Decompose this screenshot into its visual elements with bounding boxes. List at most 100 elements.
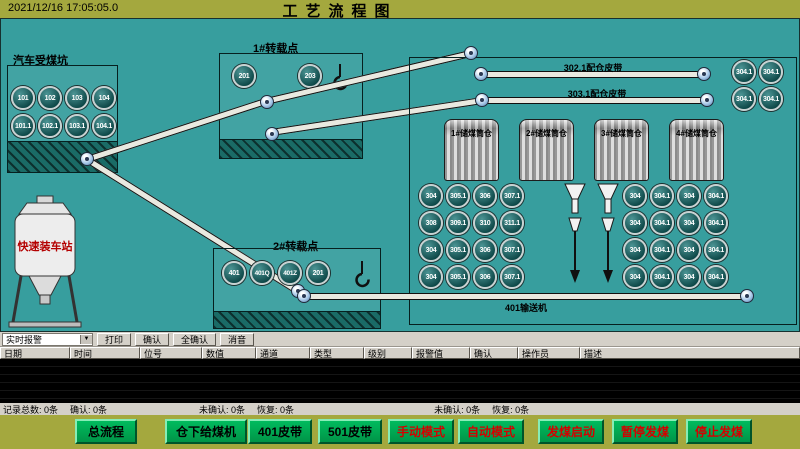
col-date[interactable]: 日期 (0, 347, 70, 359)
device-circle[interactable]: 304.1 (650, 238, 674, 262)
chute-funnel-icon (597, 183, 619, 283)
device-circle[interactable]: 304 (419, 238, 443, 262)
chevron-down-icon: ▼ (80, 334, 92, 344)
device-circle[interactable]: 102.1 (38, 114, 62, 138)
mute-button[interactable]: 消音 (220, 332, 255, 346)
device-circle[interactable]: 304 (623, 184, 647, 208)
col-value[interactable]: 数值 (202, 347, 256, 359)
device-circle[interactable]: 304.1 (650, 265, 674, 289)
device-circle[interactable]: 304 (419, 184, 443, 208)
stat-unacked: 未确认: 0条 (199, 405, 246, 415)
device-circle[interactable]: 304.1 (759, 60, 783, 84)
device-circle[interactable]: 401Z (278, 261, 302, 285)
ack-button[interactable]: 确认 (135, 332, 170, 346)
device-circle[interactable]: 305.1 (446, 238, 470, 262)
device-circle[interactable]: 304 (677, 238, 701, 262)
alarm-toolbar: 实时报警 ▼ 打印 确认 全确认 消音 (0, 332, 800, 347)
device-circle[interactable]: 307.1 (500, 265, 524, 289)
ack-all-button[interactable]: 全确认 (173, 332, 217, 346)
pulley (700, 93, 714, 107)
silo-1-label: 1#储煤筒仓 (451, 129, 492, 138)
pause-coal-button[interactable]: 暂停发煤 (612, 419, 678, 444)
device-circle[interactable]: 102 (38, 86, 62, 110)
pulley (464, 46, 478, 60)
device-circle[interactable]: 304.1 (704, 211, 728, 235)
pulley (265, 127, 279, 141)
start-coal-button[interactable]: 发煤启动 (538, 419, 604, 444)
conveyor-401-label: 401输送机 (504, 303, 548, 313)
device-circle[interactable]: 101.1 (11, 114, 35, 138)
col-description[interactable]: 描述 (580, 347, 800, 359)
title-bar: 2021/12/16 17:05:05.0 工艺流程图 (0, 0, 800, 20)
stop-coal-button[interactable]: 停止发煤 (686, 419, 752, 444)
device-circle[interactable]: 103.1 (65, 114, 89, 138)
device-circle[interactable]: 104.1 (92, 114, 116, 138)
device-circle[interactable]: 304.1 (650, 184, 674, 208)
pulley (80, 152, 94, 166)
stat-acked: 确认: 0条 (70, 405, 108, 415)
device-circle[interactable]: 304.1 (704, 238, 728, 262)
alarm-table-body[interactable] (0, 359, 800, 403)
overview-button[interactable]: 总流程 (75, 419, 137, 444)
alarm-row (0, 367, 800, 375)
col-operator[interactable]: 操作员 (518, 347, 580, 359)
device-circle[interactable]: 304.1 (704, 184, 728, 208)
device-circle[interactable]: 304 (677, 184, 701, 208)
transfer2-devices: 401 401Q 401Z 201 (222, 261, 330, 285)
device-circle[interactable]: 311.1 (500, 211, 524, 235)
conveyor-303-label: 303.1配仓皮带 (567, 89, 627, 99)
belt-501-button[interactable]: 501皮带 (318, 419, 382, 444)
device-circle[interactable]: 304 (623, 211, 647, 235)
top-right-gates: 304.1 304.1 304.1 304.1 (732, 60, 783, 111)
device-circle[interactable]: 304 (419, 265, 443, 289)
auto-mode-button[interactable]: 自动模式 (458, 419, 524, 444)
feeder-grid-right: 304 304.1 304 304.1 304 304.1 304 304.1 … (623, 184, 728, 289)
device-circle[interactable]: 304 (623, 238, 647, 262)
silo-3: 3#储煤筒仓 (594, 119, 649, 181)
device-circle[interactable]: 304 (677, 211, 701, 235)
belt-401-button[interactable]: 401皮带 (248, 419, 312, 444)
silo-3-label: 3#储煤筒仓 (601, 129, 642, 138)
device-circle[interactable]: 307.1 (500, 238, 524, 262)
silo-feeder-button[interactable]: 仓下给煤机 (165, 419, 247, 444)
transfer2-box: 401 401Q 401Z 201 (213, 248, 381, 329)
col-tag[interactable]: 位号 (140, 347, 202, 359)
device-circle[interactable]: 304.1 (732, 87, 756, 111)
device-circle[interactable]: 304 (623, 265, 647, 289)
device-circle[interactable]: 104 (92, 86, 116, 110)
device-circle[interactable]: 401Q (250, 261, 274, 285)
device-circle[interactable]: 305.1 (446, 265, 470, 289)
device-circle[interactable]: 201 (306, 261, 330, 285)
device-circle[interactable]: 306 (473, 265, 497, 289)
device-circle[interactable]: 304 (677, 265, 701, 289)
col-ack[interactable]: 确认 (470, 347, 518, 359)
device-circle[interactable]: 305.1 (446, 184, 470, 208)
col-limit[interactable]: 报警值 (412, 347, 470, 359)
device-circle[interactable]: 306 (473, 238, 497, 262)
pulley (740, 289, 754, 303)
device-circle[interactable]: 401 (222, 261, 246, 285)
print-button[interactable]: 打印 (97, 332, 132, 346)
device-circle[interactable]: 304.1 (732, 60, 756, 84)
device-circle[interactable]: 304.1 (704, 265, 728, 289)
device-circle[interactable]: 203 (298, 64, 322, 88)
device-circle[interactable]: 310 (473, 211, 497, 235)
device-circle[interactable]: 201 (232, 64, 256, 88)
alarm-type-select[interactable]: 实时报警 ▼ (2, 332, 93, 346)
col-level[interactable]: 级别 (364, 347, 412, 359)
device-circle[interactable]: 103 (65, 86, 89, 110)
col-time[interactable]: 时间 (70, 347, 140, 359)
transfer2-hatch-area (214, 311, 380, 328)
device-circle[interactable]: 307.1 (500, 184, 524, 208)
device-circle[interactable]: 304.1 (759, 87, 783, 111)
device-circle[interactable]: 309.1 (446, 211, 470, 235)
device-circle[interactable]: 304.1 (650, 211, 674, 235)
chute-funnel-icon (564, 183, 586, 283)
manual-mode-button[interactable]: 手动模式 (388, 419, 454, 444)
stat-unacked-2: 未确认: 0条 (434, 405, 481, 415)
device-circle[interactable]: 308 (419, 211, 443, 235)
device-circle[interactable]: 306 (473, 184, 497, 208)
col-channel[interactable]: 通道 (256, 347, 310, 359)
col-type[interactable]: 类型 (310, 347, 364, 359)
device-circle[interactable]: 101 (11, 86, 35, 110)
